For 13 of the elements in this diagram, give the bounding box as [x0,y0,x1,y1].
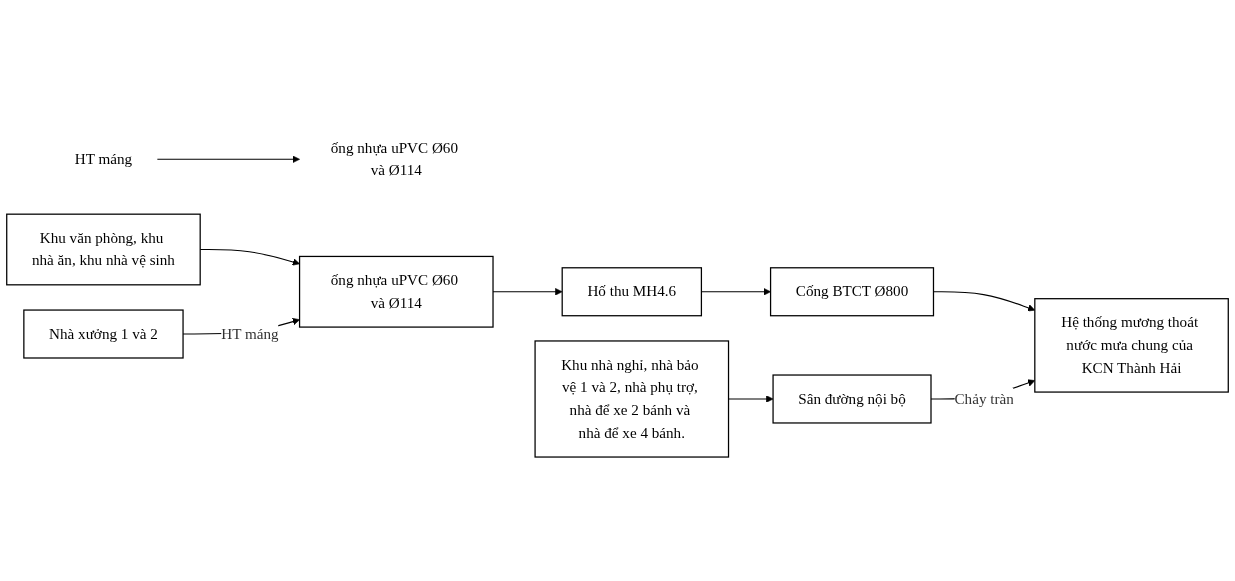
node-box: Hố thu MH4.6 [561,267,703,317]
node-box: ống nhựa uPVC Ø60 và Ø114 [298,255,494,328]
node-box: Hệ thống mương thoát nước mưa chung của KCN Thành Hải [1034,298,1229,393]
edge-label: HT máng [221,325,279,343]
node-box: Nhà xưởng 1 và 2 [23,309,184,359]
node-box: Cống BTCT Ø800 [769,267,935,317]
edge-label: Chảy tràn [954,390,1014,407]
arrow [156,155,300,163]
node-text: HT máng [74,150,133,168]
node-box: Sân đường nội bộ [772,374,932,424]
node-box: Khu văn phòng, khu nhà ăn, khu nhà vệ sinh [6,213,201,286]
node-box: Khu nhà nghỉ, nhà bảo vệ 1 và 2, nhà phụ trợ, nhà để xe 2 bánh và nhà để xe 4 bánh. [534,340,730,458]
node-text: ống nhựa uPVC Ø60 và Ø114 [330,139,459,179]
